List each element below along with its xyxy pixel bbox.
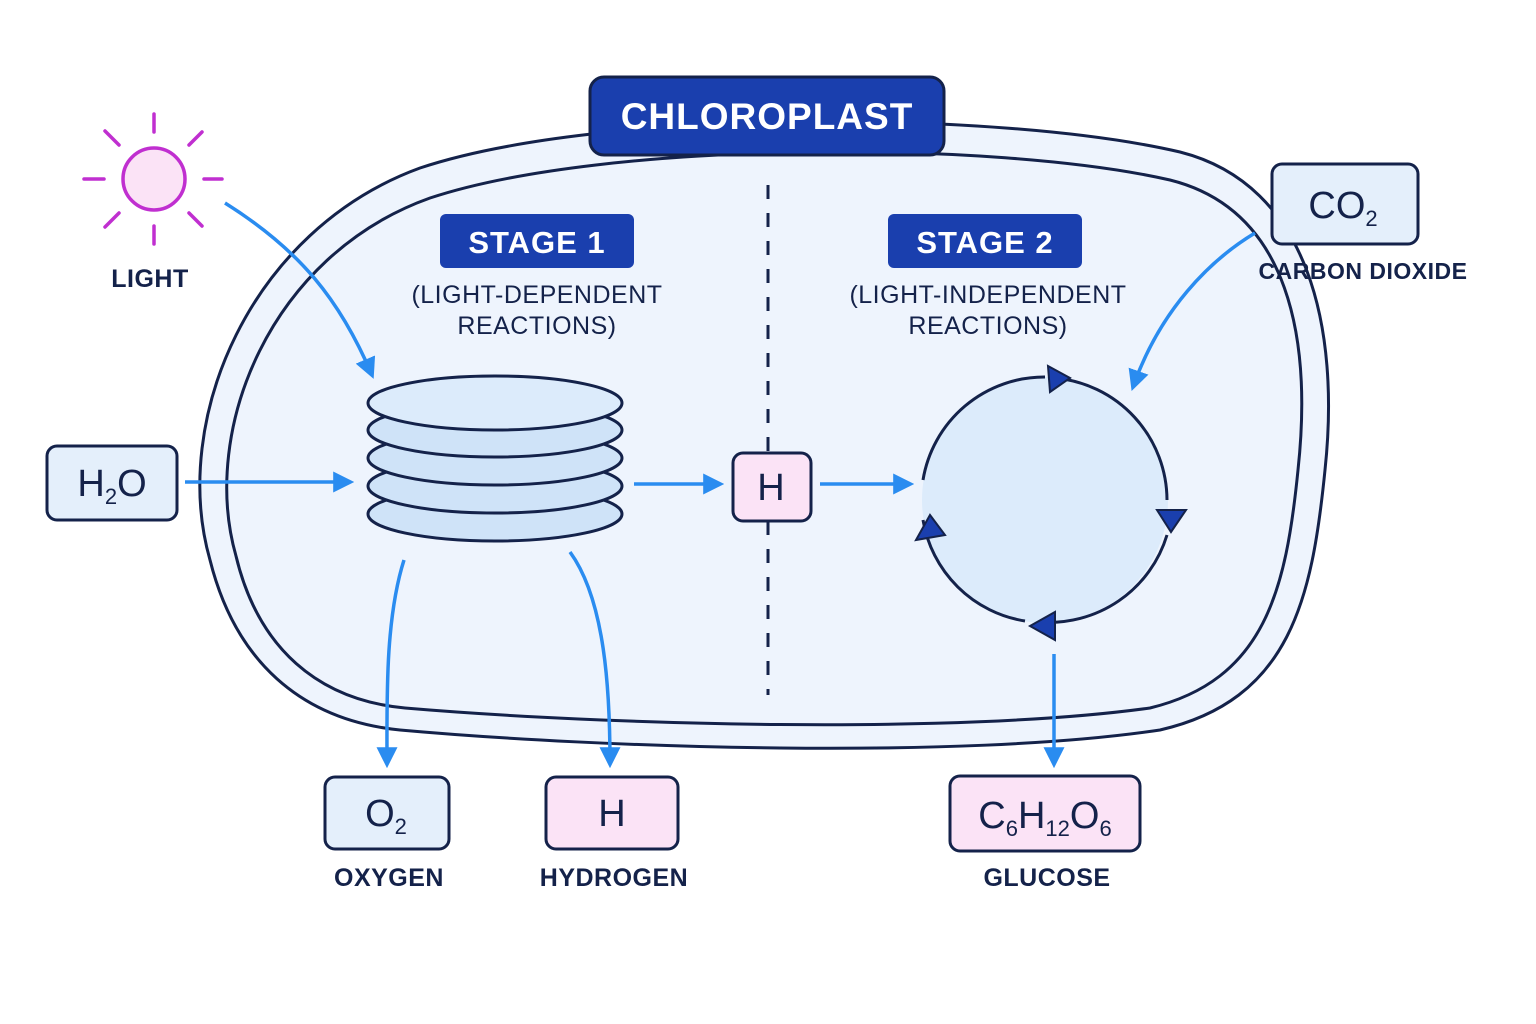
glucose-box: C6H12O6 [948,774,1142,853]
stage1-subtitle-line1: (LIGHT-DEPENDENT [411,281,662,309]
oxygen-label: OXYGEN [334,864,444,892]
stage1-badge: STAGE 1 [440,214,634,268]
title-badge: CHLOROPLAST [588,75,946,157]
stage2-subtitle-line2: REACTIONS) [908,312,1067,340]
light-label: LIGHT [111,265,189,293]
stage2-label: STAGE 2 [916,225,1053,260]
carbon-dioxide-box: CO2 [1270,162,1420,246]
hydrogen-intermediate-box: H [731,451,813,523]
cycle-arrowhead [914,513,947,542]
cycle-arrowhead [1155,509,1188,534]
glucose-label: GLUCOSE [983,864,1110,892]
cycle-arrowhead [1027,610,1056,642]
stage1-label: STAGE 1 [468,225,605,260]
thylakoid-stack [366,374,624,543]
hydrogen-box: H [544,775,680,851]
glucose-formula: C6H12O6 [978,795,1111,841]
cycle-arrowhead [1046,364,1072,394]
water-box: H2O [45,444,179,522]
chloroplast-title: CHLOROPLAST [621,96,914,137]
water-formula: H2O [77,463,146,509]
hydrogen-formula: H [598,793,625,835]
flow-arrows [185,201,1256,769]
stage2-badge: STAGE 2 [888,214,1082,268]
carbon-dioxide-label: CARBON DIOXIDE [1259,258,1468,284]
sun-icon [82,112,224,246]
stage2-subtitle-line1: (LIGHT-INDEPENDENT [849,281,1126,309]
hydrogen-label: HYDROGEN [540,864,688,892]
carbon-dioxide-formula: CO2 [1308,185,1377,231]
calvin-cycle [914,364,1188,642]
hydrogen-intermediate-formula: H [757,467,784,509]
stage1-subtitle-line2: REACTIONS) [457,312,616,340]
oxygen-formula: O2 [365,793,407,839]
oxygen-box: O2 [323,775,451,851]
